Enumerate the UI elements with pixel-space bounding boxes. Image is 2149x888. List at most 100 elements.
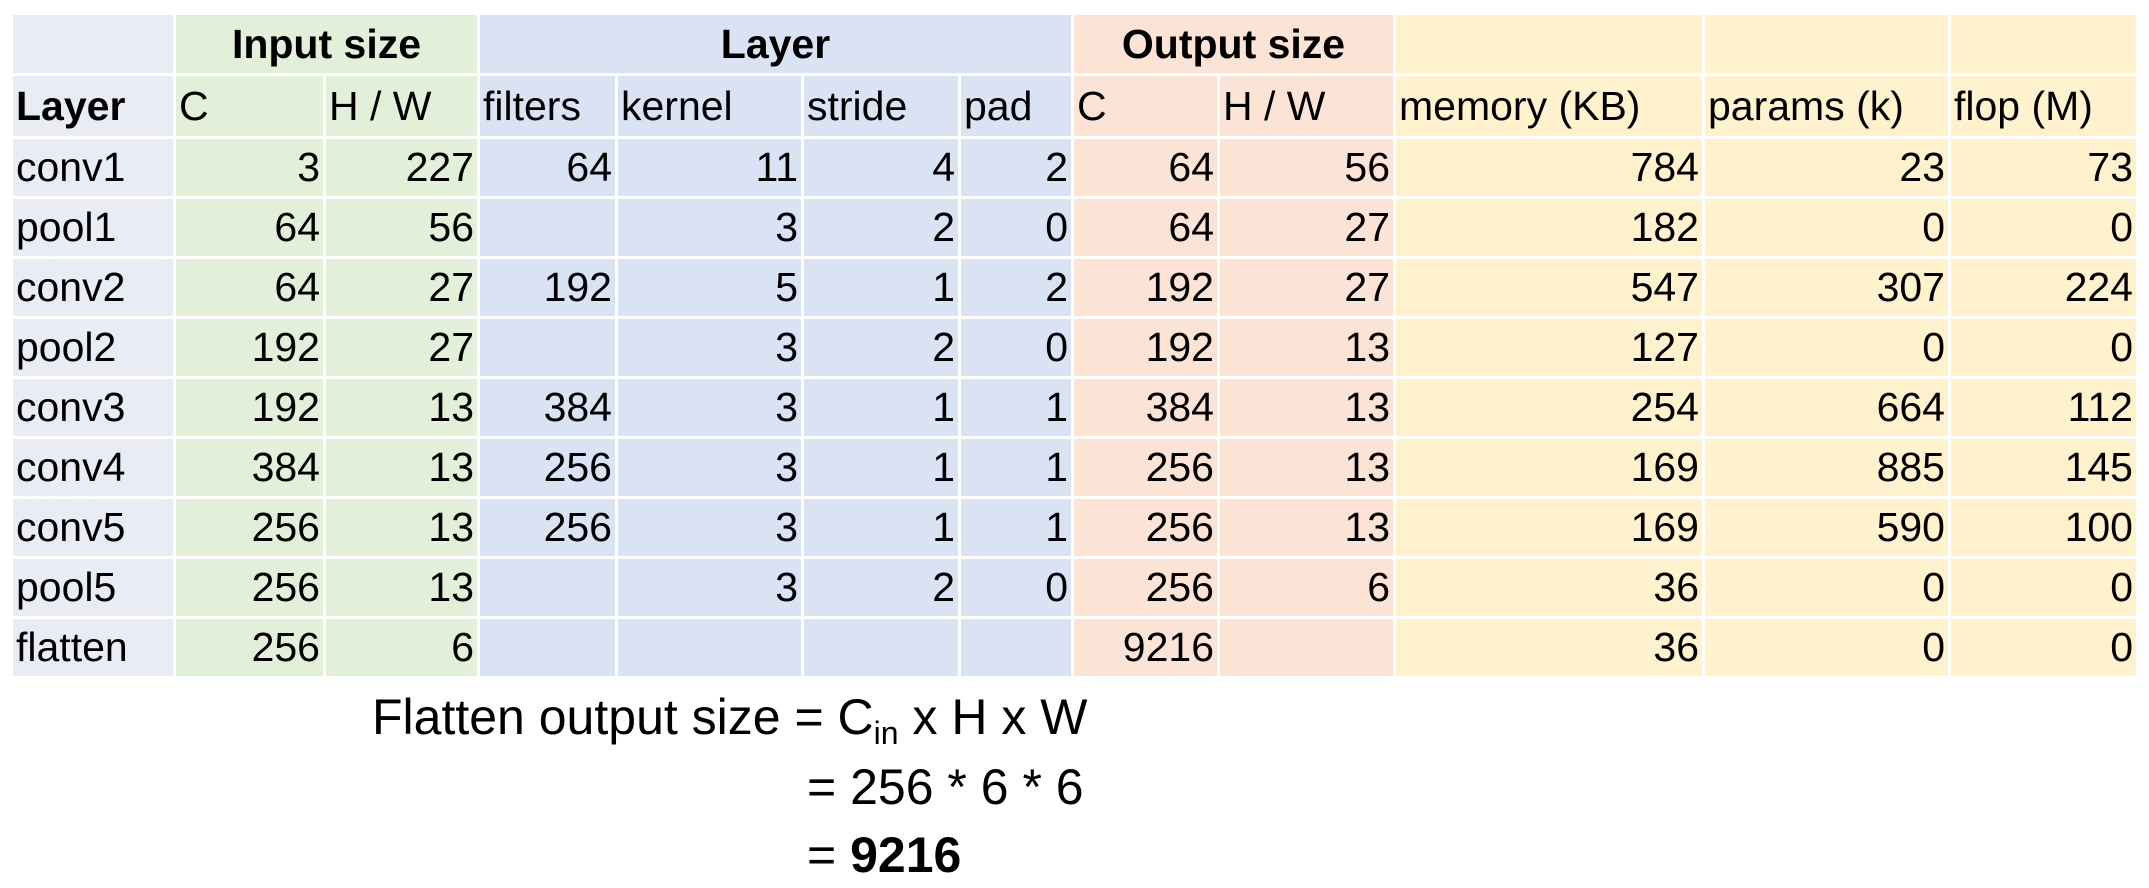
group-header-blank-params: [1702, 12, 1951, 76]
col-header-filters: filters: [477, 73, 618, 139]
cell-pad: 2: [958, 256, 1074, 319]
cell-out-hw: 27: [1217, 256, 1396, 319]
formula-line-2: = 256 * 6 * 6: [807, 759, 1084, 815]
cell-memory: 36: [1393, 616, 1705, 679]
col-header-output-c: C: [1071, 73, 1220, 139]
cell-memory: 127: [1393, 316, 1705, 379]
cell-in-hw: 27: [323, 256, 480, 319]
cell-layer: conv4: [10, 436, 176, 499]
cell-params: 885: [1702, 436, 1951, 499]
cell-filters: 192: [477, 256, 618, 319]
col-header-memory: memory (KB): [1393, 73, 1705, 139]
cell-stride: 1: [801, 256, 961, 319]
formula-line-3: = 9216: [807, 830, 961, 880]
group-header-blank-memory: [1393, 12, 1705, 76]
cell-stride: 2: [801, 556, 961, 619]
cell-kernel: 3: [615, 196, 804, 259]
cell-pad: 0: [958, 316, 1074, 379]
cell-memory: 169: [1393, 496, 1705, 559]
cell-out-hw: 27: [1217, 196, 1396, 259]
group-header-layer: Layer: [477, 12, 1074, 76]
cell-layer: conv5: [10, 496, 176, 559]
cell-pad: [958, 616, 1074, 679]
cell-kernel: 3: [615, 556, 804, 619]
cell-layer: conv2: [10, 256, 176, 319]
cell-kernel: 3: [615, 496, 804, 559]
formula-result: 9216: [850, 827, 962, 883]
cell-out-hw: 13: [1217, 496, 1396, 559]
flatten-formula: Flatten output size = Cin x H x W = 256 …: [0, 680, 1300, 880]
cell-in-c: 256: [173, 616, 326, 679]
cell-params: 664: [1702, 376, 1951, 439]
cell-pad: 2: [958, 136, 1074, 199]
cell-in-c: 3: [173, 136, 326, 199]
cell-out-c: 256: [1071, 496, 1220, 559]
cell-kernel: 3: [615, 436, 804, 499]
cell-stride: 1: [801, 496, 961, 559]
cell-filters: 384: [477, 376, 618, 439]
cell-in-c: 256: [173, 496, 326, 559]
col-header-stride: stride: [801, 73, 961, 139]
cell-flop: 112: [1948, 376, 2139, 439]
cell-memory: 182: [1393, 196, 1705, 259]
cell-out-hw: 13: [1217, 316, 1396, 379]
cell-in-hw: 13: [323, 436, 480, 499]
cell-flop: 0: [1948, 616, 2139, 679]
cell-stride: 2: [801, 196, 961, 259]
cell-filters: 64: [477, 136, 618, 199]
cell-stride: 2: [801, 316, 961, 379]
cell-memory: 784: [1393, 136, 1705, 199]
cell-in-hw: 13: [323, 496, 480, 559]
cell-filters: 256: [477, 496, 618, 559]
cell-filters: [477, 196, 618, 259]
cell-in-hw: 56: [323, 196, 480, 259]
col-header-flop: flop (M): [1948, 73, 2139, 139]
cell-filters: [477, 316, 618, 379]
cell-out-c: 192: [1071, 256, 1220, 319]
formula-line-3-prefix: =: [807, 827, 851, 883]
cell-kernel: 5: [615, 256, 804, 319]
col-header-input-c: C: [173, 73, 326, 139]
cell-kernel: 3: [615, 376, 804, 439]
cell-params: 0: [1702, 616, 1951, 679]
group-header-blank: [10, 12, 176, 76]
group-header-row: Input size Layer Output size: [10, 12, 2139, 76]
cell-params: 0: [1702, 196, 1951, 259]
cell-filters: [477, 556, 618, 619]
cell-memory: 36: [1393, 556, 1705, 619]
cell-out-hw: 6: [1217, 556, 1396, 619]
formula-line-1-tail: x H x W: [898, 689, 1088, 745]
cell-params: 590: [1702, 496, 1951, 559]
cell-out-hw: 13: [1217, 376, 1396, 439]
cell-memory: 169: [1393, 436, 1705, 499]
cell-params: 307: [1702, 256, 1951, 319]
group-header-input-size: Input size: [173, 12, 480, 76]
cell-params: 23: [1702, 136, 1951, 199]
cell-kernel: 3: [615, 316, 804, 379]
cell-layer: pool1: [10, 196, 176, 259]
cell-out-c: 256: [1071, 436, 1220, 499]
cell-out-hw: 13: [1217, 436, 1396, 499]
cell-kernel: [615, 616, 804, 679]
cell-out-c: 9216: [1071, 616, 1220, 679]
cell-memory: 254: [1393, 376, 1705, 439]
cell-out-hw: [1217, 616, 1396, 679]
cell-out-c: 64: [1071, 136, 1220, 199]
cell-flop: 0: [1948, 556, 2139, 619]
formula-subscript-in: in: [873, 715, 899, 751]
cell-in-c: 64: [173, 256, 326, 319]
cell-flop: 0: [1948, 196, 2139, 259]
group-header-output-size: Output size: [1071, 12, 1396, 76]
alexnet-layer-table: Input size Layer Output size Layer C H /…: [10, 12, 2139, 679]
cell-in-c: 64: [173, 196, 326, 259]
group-header-blank-flop: [1948, 12, 2139, 76]
cell-stride: 4: [801, 136, 961, 199]
cell-flop: 73: [1948, 136, 2139, 199]
cell-in-hw: 27: [323, 316, 480, 379]
cell-layer: conv3: [10, 376, 176, 439]
cell-in-hw: 13: [323, 556, 480, 619]
